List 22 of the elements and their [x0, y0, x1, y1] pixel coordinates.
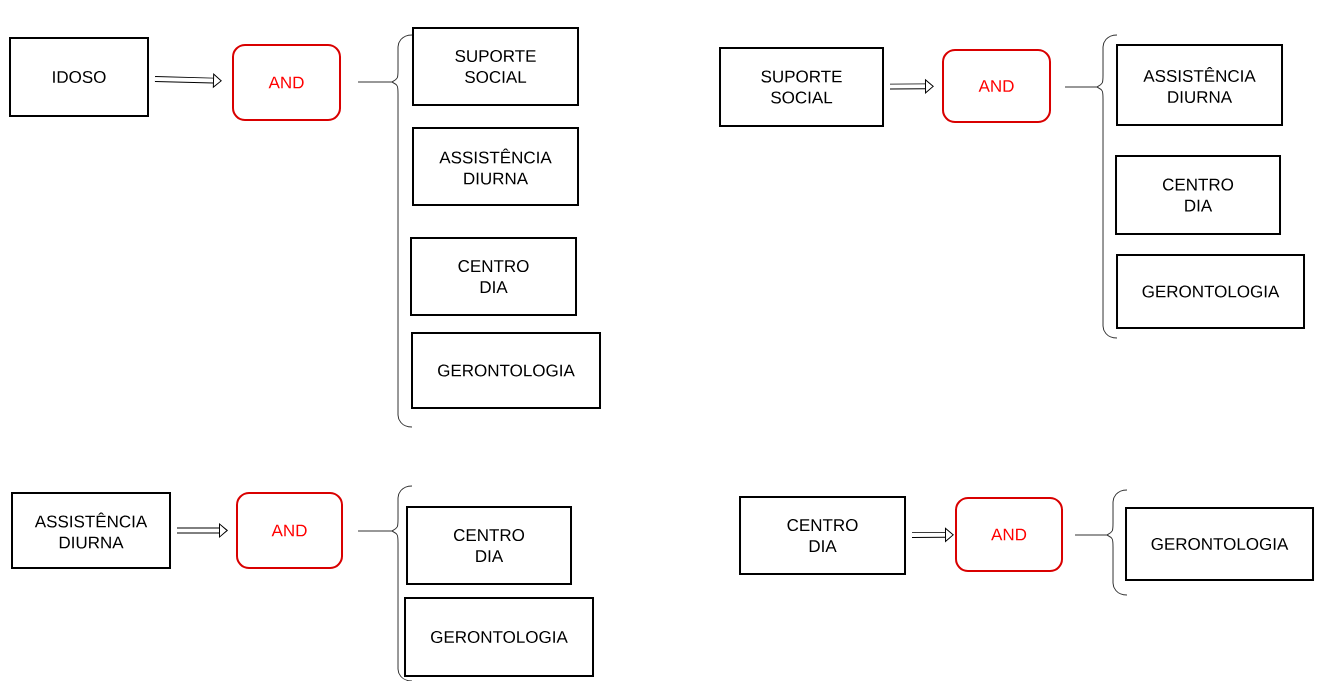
box: GERONTOLOGIA: [1125, 507, 1314, 581]
box: SUPORTE SOCIAL: [412, 27, 579, 106]
hollow-arrow: [177, 523, 228, 538]
box: CENTRO DIA: [739, 496, 906, 575]
operator-box: AND: [955, 497, 1063, 572]
hollow-arrow: [890, 79, 934, 94]
box: IDOSO: [9, 37, 149, 117]
box: GERONTOLOGIA: [1116, 254, 1305, 329]
hollow-arrow: [912, 527, 954, 542]
operator-box: AND: [236, 492, 343, 569]
box: SUPORTE SOCIAL: [719, 47, 884, 127]
operator-box: AND: [232, 44, 341, 121]
box: CENTRO DIA: [410, 237, 577, 316]
box: CENTRO DIA: [1115, 155, 1281, 235]
operator-box: AND: [942, 49, 1051, 123]
hollow-arrow: [154, 73, 222, 88]
box: ASSISTÊNCIA DIURNA: [1116, 44, 1283, 126]
box: GERONTOLOGIA: [411, 332, 601, 409]
box: GERONTOLOGIA: [404, 597, 594, 677]
box: ASSISTÊNCIA DIURNA: [412, 127, 579, 206]
box: CENTRO DIA: [406, 506, 572, 585]
box: ASSISTÊNCIA DIURNA: [11, 492, 171, 569]
